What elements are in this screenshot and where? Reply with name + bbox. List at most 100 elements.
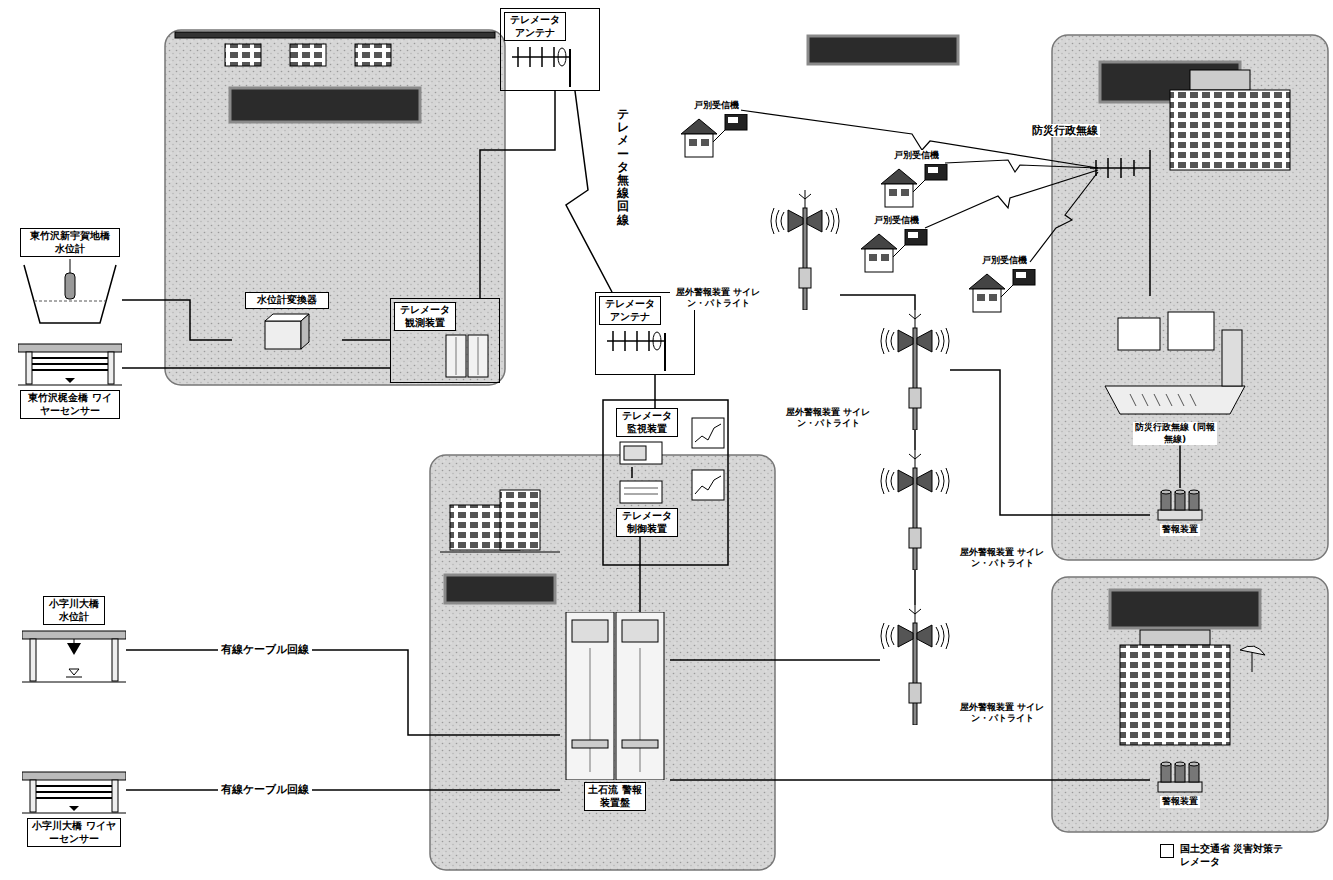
house-icon — [901, 189, 909, 196]
wire-icon — [22, 772, 126, 780]
console-icon — [1118, 318, 1160, 350]
spk-icon — [1158, 782, 1202, 792]
monitor-frame — [692, 418, 724, 448]
console-icon — [1100, 300, 1250, 420]
house-icon — [681, 114, 751, 159]
house-icon — [889, 189, 897, 196]
siren-icon — [917, 330, 932, 352]
cab-icon — [478, 337, 479, 375]
node-label: 戸別受信機 — [980, 255, 1029, 267]
siren-icon — [936, 627, 939, 645]
node-label: 屋外警報装置 サイレン・パトライト — [780, 407, 876, 430]
siren-icon — [898, 625, 913, 647]
sensor-label: 小字川大橋 水位計 — [22, 596, 126, 685]
sensor-label: 東竹沢梶金橋 ワイヤーセンサー — [18, 340, 122, 419]
house-icon — [881, 164, 951, 209]
connector-line — [480, 91, 555, 298]
connector-line — [670, 659, 880, 661]
gauge-icon — [67, 643, 81, 655]
ant-icon — [553, 47, 555, 67]
connector-line — [1179, 445, 1181, 488]
wire-icon — [32, 369, 108, 371]
siren-icon — [880, 310, 950, 430]
cab2-icon — [566, 612, 614, 780]
ant-icon — [541, 47, 543, 67]
sensor-label: 東竹沢新宇賀地橋 水位計 — [18, 228, 122, 329]
line-label: 有線ケーブル回線 — [218, 643, 312, 656]
wire-icon — [22, 813, 126, 814]
node-label: 警報装置 — [1160, 796, 1200, 808]
name-plate — [1110, 590, 1260, 628]
siren-pole: 屋外警報装置 サイレン・パトライト — [880, 605, 1050, 725]
siren-icon — [917, 470, 932, 492]
node-label: 小字川大橋 ワイヤーセンサー — [27, 818, 121, 847]
spk-icon — [1161, 492, 1171, 510]
siren-pole: 屋外警報装置 サイレン・パトライト — [880, 450, 1050, 570]
siren-icon — [881, 328, 884, 354]
siren-icon — [898, 470, 913, 492]
ant-icon — [512, 56, 570, 58]
connector-line — [126, 650, 560, 735]
spk-icon — [1175, 492, 1185, 510]
spk-icon — [1175, 490, 1185, 494]
house-icon — [861, 234, 897, 249]
connector-line — [914, 430, 916, 450]
siren-icon — [941, 330, 944, 352]
console-icon — [1190, 394, 1196, 406]
observation-unit: テレメータ 観測装置 — [390, 298, 500, 383]
control-unit: テレメータ 制御装置 — [612, 478, 682, 537]
ant-icon — [599, 327, 691, 371]
gauge-icon — [22, 682, 126, 683]
siren-icon — [946, 328, 949, 354]
house-icon — [865, 249, 893, 272]
wire-icon — [18, 340, 122, 388]
house-icon — [869, 254, 877, 261]
building — [1252, 652, 1253, 672]
spk-icon — [1150, 760, 1210, 794]
building — [500, 490, 540, 550]
mon-icon — [612, 439, 682, 467]
siren-icon — [788, 210, 803, 232]
connector-line — [126, 789, 560, 791]
siren-icon — [909, 314, 921, 319]
node-label: テレメータ アンテナ — [599, 296, 661, 325]
ant-icon — [569, 49, 571, 87]
connector-line — [654, 375, 656, 408]
node-label: 水位計変換器 — [245, 292, 329, 309]
radio-wave — [945, 160, 1098, 172]
ant-icon — [607, 340, 665, 342]
building — [225, 44, 261, 66]
building — [1190, 70, 1250, 90]
cab2-icon — [640, 648, 641, 772]
spk-icon — [1161, 762, 1171, 766]
node-label: 屋外警報装置 サイレン・パトライト — [954, 702, 1050, 725]
house-icon — [685, 134, 713, 157]
siren-icon — [946, 468, 949, 494]
ant-icon — [664, 333, 666, 371]
trench-icon — [70, 259, 71, 273]
radio-antenna — [1133, 160, 1135, 176]
house-icon — [681, 119, 717, 134]
building — [355, 44, 391, 66]
wire-icon — [22, 768, 126, 816]
siren-icon — [913, 623, 917, 725]
siren-icon — [936, 472, 939, 490]
siren-pole: 屋外警報装置 サイレン・パトライト — [670, 190, 840, 310]
gauge-icon — [22, 631, 126, 639]
node-label: 警報装置 — [1160, 524, 1200, 536]
receiver: 戸別受信機 — [880, 150, 952, 209]
name-plate — [230, 88, 420, 122]
siren-icon — [941, 470, 944, 492]
house-icon — [969, 269, 1039, 314]
conv-icon — [265, 321, 301, 349]
radio-antenna — [1149, 150, 1151, 296]
antenna-unit: テレメータ アンテナ — [500, 8, 600, 91]
building-panel — [165, 30, 505, 385]
connector-line — [566, 91, 612, 292]
cab2-icon — [590, 648, 591, 772]
house-icon — [713, 130, 725, 142]
legend-entry: 国土交通省 災害対策テレメータ — [1160, 842, 1290, 868]
connector-line — [840, 295, 915, 310]
ant-icon — [612, 331, 614, 351]
monitor-unit: テレメータ 監視装置 — [612, 408, 682, 467]
